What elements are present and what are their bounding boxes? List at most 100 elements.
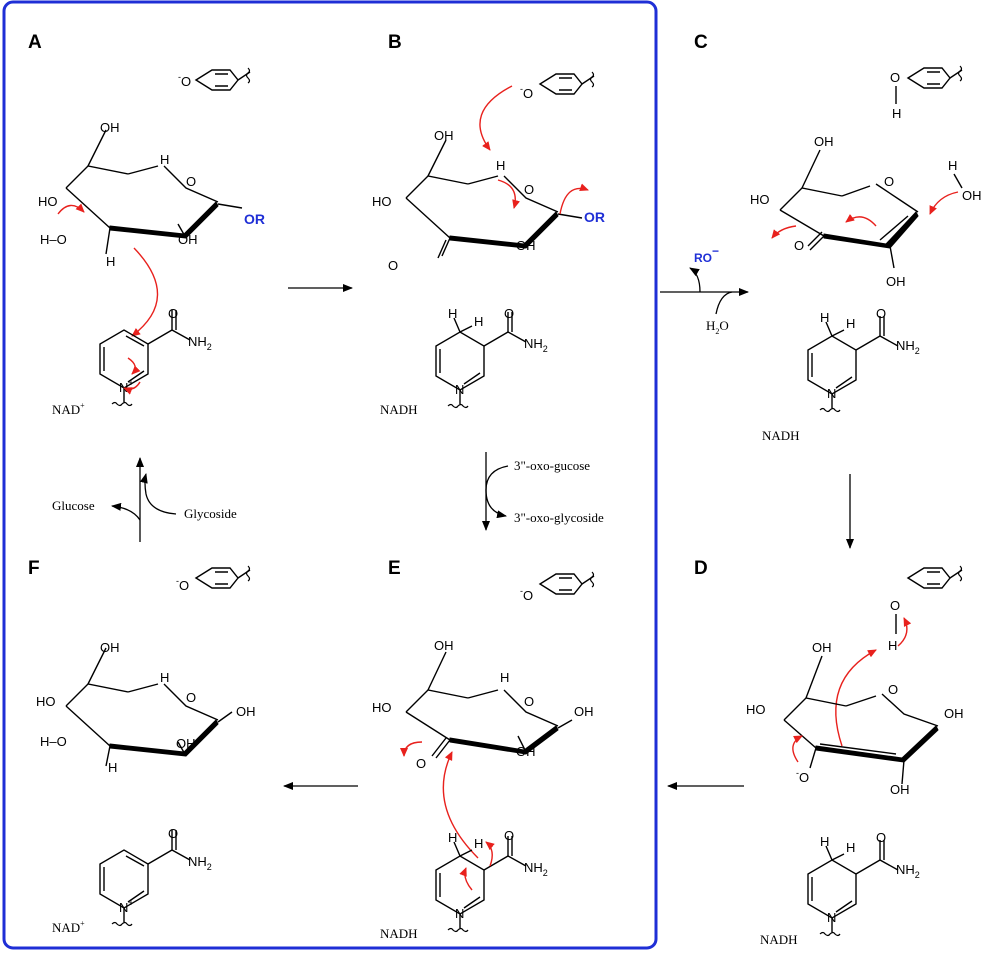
h-label-E1: H — [500, 670, 509, 685]
or-label-B: OR — [584, 209, 605, 225]
ho-label-B: HO — [372, 194, 392, 209]
label-oxo-glycoside: 3"-oxo-glycoside — [514, 510, 604, 525]
red-arrow-A4 — [123, 381, 141, 395]
red-arrow-D2 — [835, 649, 877, 747]
h-label-F1: H — [160, 670, 169, 685]
oh-label-B1: OH — [434, 128, 454, 143]
phenol-o-C: O — [890, 70, 900, 85]
transition-f-to-a: Glycoside Glucose — [52, 457, 237, 542]
oh-label-D2: OH — [944, 706, 964, 721]
sugar-A — [65, 129, 243, 255]
sugar-F — [65, 647, 233, 767]
phenolate-oxygen-A: -O — [178, 72, 191, 89]
cofactor-B: NADH — [380, 402, 418, 417]
nadh-ring-C — [807, 315, 899, 413]
panel-letter-D: D — [694, 558, 708, 579]
amide-o-A: O — [168, 306, 178, 321]
red-arrow-C1 — [929, 191, 959, 215]
curve-h2o-in — [715, 291, 733, 315]
ring-o-D: O — [888, 682, 898, 697]
transition-b-to-c: RO− H2O — [660, 244, 749, 336]
water-h-C: H — [948, 158, 957, 173]
h-o-label-F: H–O — [40, 734, 67, 749]
nh2-B: NH2 — [524, 336, 548, 354]
cofactor-F: NAD+ — [52, 919, 85, 935]
h2-B: H — [448, 306, 457, 321]
phenolate-E — [539, 571, 595, 595]
red-arrow-E2 — [442, 751, 479, 859]
h-E2: H — [474, 836, 483, 851]
nh2-F: NH2 — [188, 854, 212, 872]
blue-frame — [2, 0, 658, 950]
oh-label-E1: OH — [434, 638, 454, 653]
red-arrow-E4 — [459, 867, 473, 891]
red-arrow-D3 — [792, 735, 803, 763]
oh-label-C2: OH — [886, 274, 906, 289]
oh-label-F2: OH — [176, 736, 196, 751]
cofactor-C: NADH — [762, 428, 800, 443]
h-C1: H — [820, 310, 829, 325]
oh-label-B2: OH — [516, 238, 536, 253]
curve-glucose-out — [111, 502, 141, 521]
curve-ro-out — [689, 267, 701, 293]
h-E1: H — [448, 830, 457, 845]
red-arrow-B2 — [497, 179, 520, 209]
h-C2: H — [846, 316, 855, 331]
phenol-C — [907, 65, 963, 89]
nh2-A: NH2 — [188, 334, 212, 352]
red-arrow-D1 — [897, 617, 912, 647]
nadh-ring-B — [435, 311, 527, 409]
oh-label-D3: OH — [890, 782, 910, 797]
n-E: N — [455, 906, 464, 921]
n-plus-F: N+ — [119, 898, 134, 915]
cofactor-A: NAD+ — [52, 401, 85, 417]
ring-o-E: O — [524, 694, 534, 709]
nadh-ring-D — [807, 839, 899, 937]
sugar-C — [779, 149, 919, 269]
panel-letter-E: E — [388, 558, 401, 579]
nadh-ring-E — [435, 835, 527, 933]
h2o-label: H2O — [706, 318, 729, 336]
transition-b-to-e: 3"-oxo-gucose 3"-oxo-glycoside — [482, 452, 604, 531]
ro-minus-label: RO− — [694, 244, 719, 265]
phenol-h-C: H — [892, 106, 901, 121]
oh-label-D1: OH — [812, 640, 832, 655]
curve-oxo-gucose — [485, 465, 509, 491]
water-oh-C: OH — [962, 188, 982, 203]
panel-A: A -O OH H O HO H–O H OH OR O — [28, 32, 265, 417]
phenolate-oxygen-E: -O — [520, 586, 533, 603]
h-label-A1: H — [160, 152, 169, 167]
h-D2: H — [846, 840, 855, 855]
h-label-A2: H — [106, 254, 115, 269]
panel-letter-C: C — [694, 32, 708, 53]
curve-glycoside-in — [139, 473, 177, 515]
phenolate-oxygen-F: -O — [176, 576, 189, 593]
label-glycoside: Glycoside — [184, 506, 237, 521]
red-arrow-A3 — [127, 357, 141, 375]
phenolate-A — [195, 67, 251, 91]
oh-label-E2: OH — [516, 744, 536, 759]
oh-label-F1: OH — [100, 640, 120, 655]
label-glucose: Glucose — [52, 498, 95, 513]
panel-D: D O H OH O HO OH -O OH — [694, 558, 964, 947]
amide-o-D: O — [876, 830, 886, 845]
keto-o-E: O — [416, 756, 426, 771]
oh-label-F3: OH — [236, 704, 256, 719]
sugar-B — [405, 139, 583, 259]
oh-label-A2: OH — [178, 232, 198, 247]
ring-o-B: O — [524, 182, 534, 197]
phenol-D — [907, 565, 963, 589]
nad-ring-A — [99, 309, 191, 407]
h-o-label-A: H–O — [40, 232, 67, 247]
amide-o-F: O — [168, 826, 178, 841]
n-plus-A: N+ — [119, 378, 134, 395]
panel-C: C O H OH O HO O OH H OH — [694, 32, 982, 443]
panel-letter-A: A — [28, 32, 42, 53]
ring-o-F: O — [186, 690, 196, 705]
ring-o-C: O — [884, 174, 894, 189]
h-label-B1: H — [496, 158, 505, 173]
h2b-B: H — [474, 314, 483, 329]
nh2-D: NH2 — [896, 862, 920, 880]
